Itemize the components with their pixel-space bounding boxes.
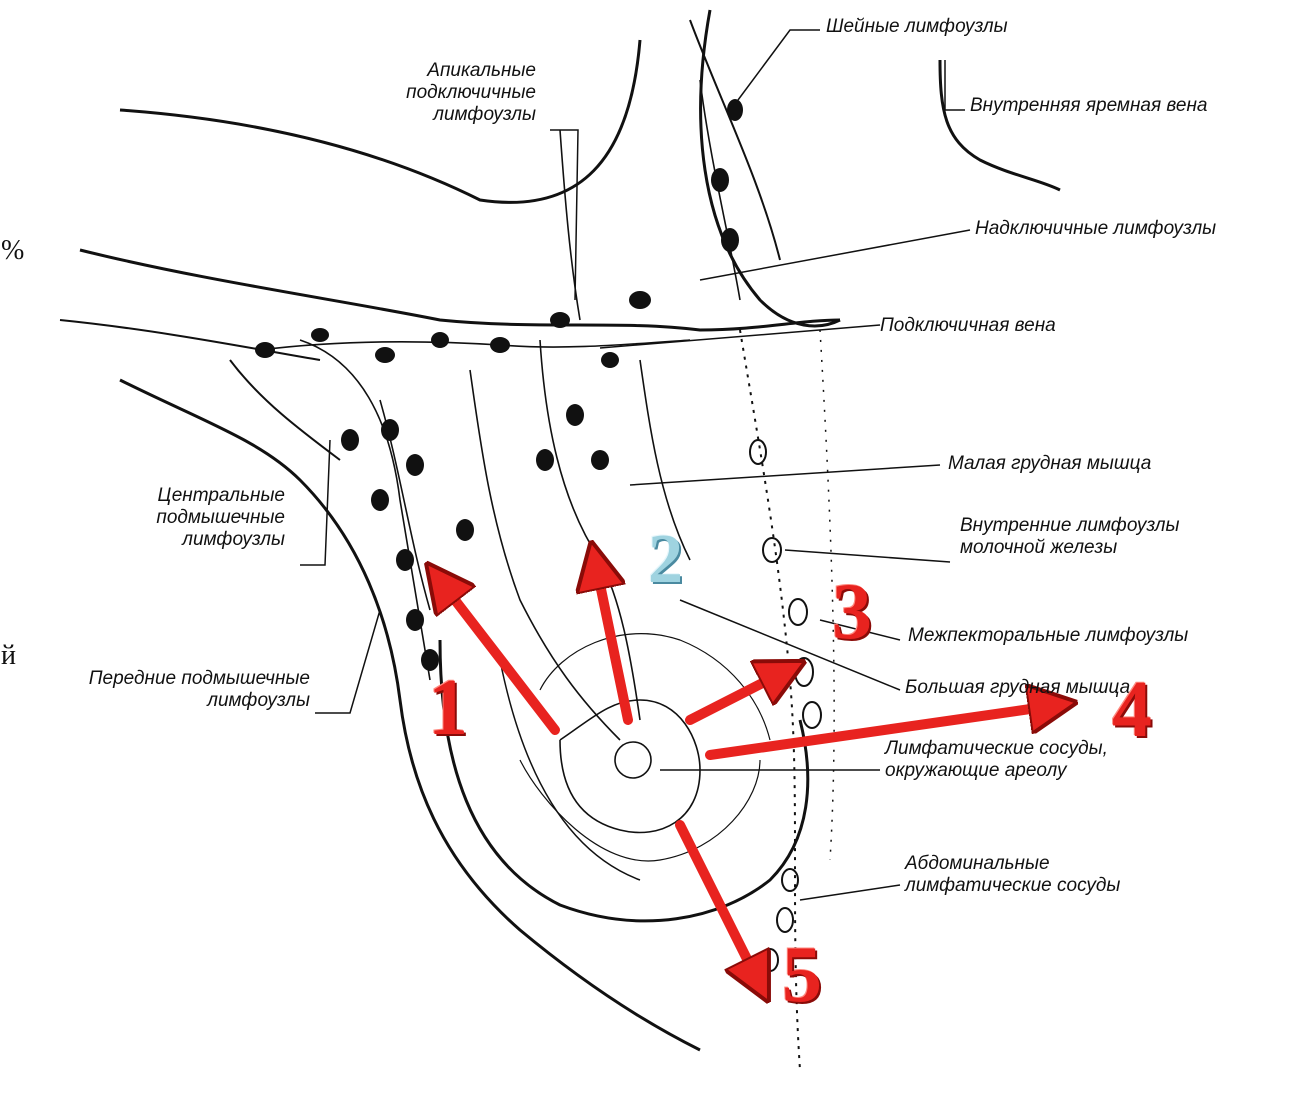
label-internal-mammary: Внутренние лимфоузлы молочной железы: [960, 515, 1179, 559]
edge-text-top: %: [1, 235, 24, 267]
label-cervical-nodes: Шейные лимфоузлы: [826, 16, 1008, 38]
lymph-vessels: [260, 80, 740, 740]
arrow-3: [690, 670, 788, 720]
label-interpectoral: Межпекторальные лимфоузлы: [908, 625, 1188, 647]
label-central-axillary: Центральные подмышечные лимфоузлы: [100, 485, 285, 551]
label-areolar-vessels: Лимфатические сосуды, окружающие ареолу: [885, 738, 1108, 782]
pathway-number-4: 4: [1112, 670, 1152, 750]
label-apical-nodes: Апикальные подключичные лимфоузлы: [368, 60, 536, 126]
label-pectoralis-minor: Малая грудная мышца: [948, 453, 1151, 475]
pathway-number-2: 2: [648, 520, 683, 600]
parasternal-nodes: [750, 440, 821, 971]
label-supraclavicular: Надключичные лимфоузлы: [975, 218, 1216, 240]
label-abdominal: Абдоминальные лимфатические сосуды: [905, 853, 1120, 897]
label-subclavian-vein: Подключичная вена: [880, 315, 1056, 337]
label-pectoralis-major: Большая грудная мышца: [905, 677, 1130, 699]
arrow-5: [680, 825, 760, 985]
pathway-number-1: 1: [428, 668, 468, 748]
label-internal-jugular: Внутренняя яремная вена: [970, 95, 1208, 117]
pathway-number-5: 5: [782, 935, 822, 1015]
edge-text-bottom: й: [1, 640, 16, 672]
label-anterior-axillary: Передние подмышечные лимфоузлы: [30, 668, 310, 712]
leader-lines: [300, 30, 970, 900]
pathway-number-3: 3: [832, 572, 872, 652]
